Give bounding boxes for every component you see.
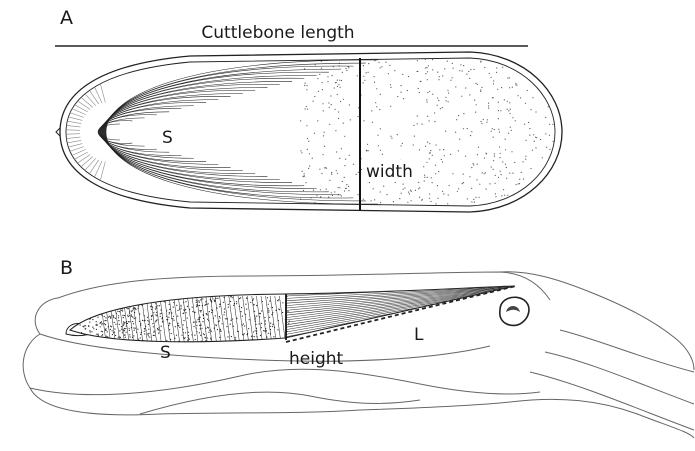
siphuncle-label-b: S — [160, 343, 171, 363]
eye-icon — [500, 297, 529, 325]
stipple-region — [300, 57, 561, 208]
siphuncle-label-a: S — [162, 128, 173, 148]
arm-line-3 — [530, 372, 694, 430]
growth-lines — [98, 60, 378, 204]
cuttlebone-outline — [60, 52, 562, 212]
width-label: width — [366, 162, 413, 182]
cuttlebone-texture — [0, 43, 561, 221]
cuttlebone-inner-margin — [66, 58, 555, 206]
panel-b-letter: B — [60, 257, 73, 279]
l-label: L — [414, 325, 424, 345]
head-outline — [500, 272, 694, 370]
radial-striations — [0, 43, 105, 221]
arm-line-2 — [545, 352, 694, 404]
cuttlebone-length-label: Cuttlebone length — [201, 23, 354, 43]
arm-line-1 — [560, 330, 694, 372]
panel-a-letter: A — [60, 7, 73, 29]
lower-fin-outline — [30, 369, 540, 394]
panel-a: A Cuttlebone length width S — [0, 7, 562, 221]
panel-b: B height S L — [23, 257, 694, 438]
height-label: height — [289, 349, 344, 369]
lower-fold-line — [140, 392, 420, 414]
